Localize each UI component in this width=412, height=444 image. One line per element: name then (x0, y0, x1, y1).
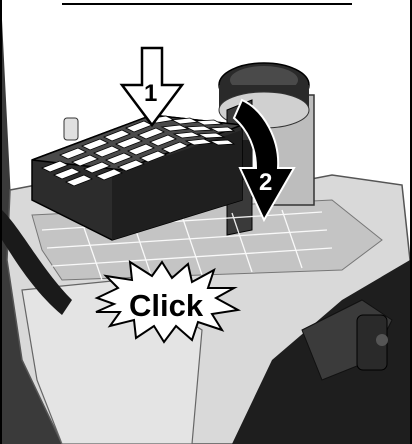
starburst-icon (94, 260, 242, 344)
step-1-label: 1 (144, 80, 158, 107)
click-callout-text: Click (129, 288, 204, 323)
step-2-label: 2 (259, 169, 273, 196)
down-arrow-outline-icon (119, 46, 185, 128)
left-housing (2, 20, 62, 444)
top-rule (2, 0, 410, 3)
filter-cartridge (31, 114, 243, 241)
curved-arrow-black-icon (232, 98, 296, 223)
mesh-grille (41, 209, 333, 281)
